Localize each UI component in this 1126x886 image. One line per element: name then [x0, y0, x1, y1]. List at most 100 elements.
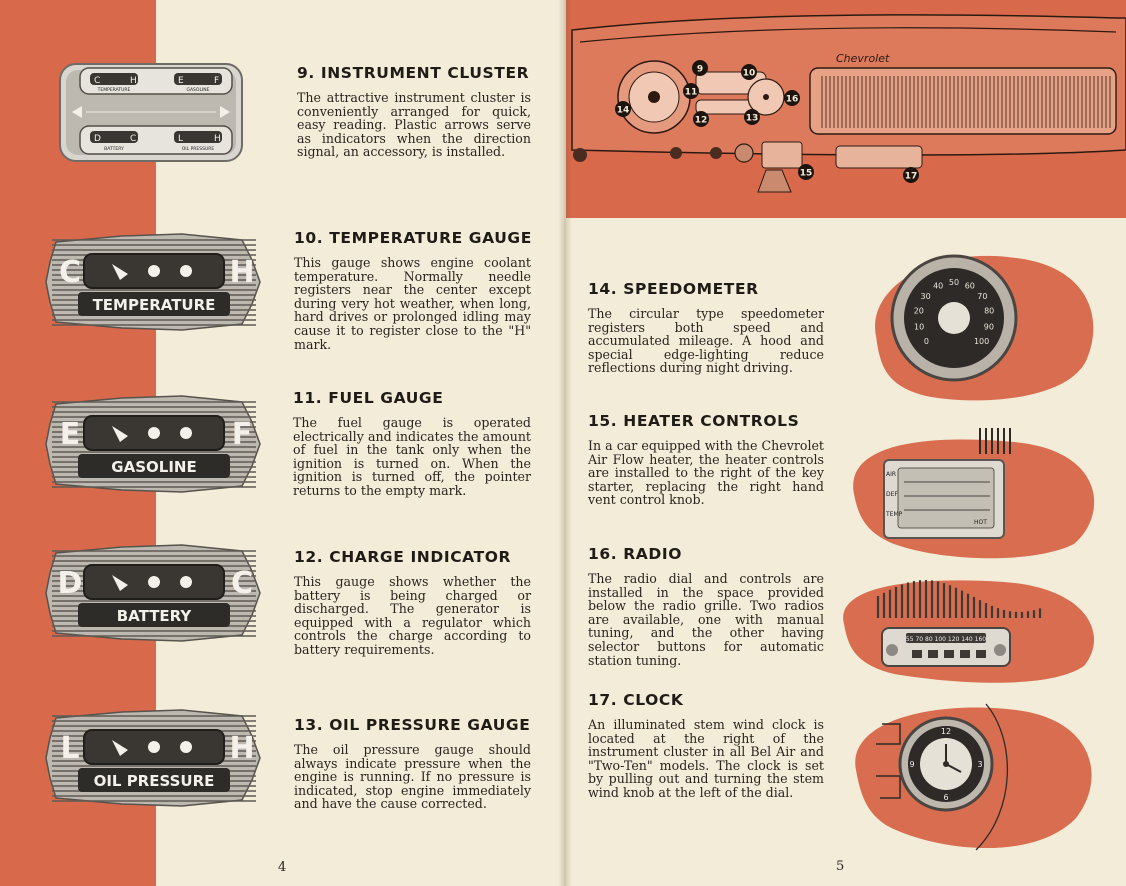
gauge-right-letter: C	[231, 566, 253, 601]
section-body: The oil pressure gauge should always ind…	[294, 742, 531, 812]
section-heading: 14. SPEEDOMETER	[588, 280, 759, 298]
callout-marker	[798, 164, 814, 180]
gauge-label: GASOLINE	[111, 458, 196, 476]
radio-dial-text: 55 70 80 100 120 140 160	[906, 636, 986, 643]
section-heater-controls: 15. HEATER CONTROLS In a car equipped wi…	[588, 412, 824, 507]
cluster-tl-right: H	[130, 76, 137, 86]
callout-number: 15	[800, 169, 813, 179]
callout-number: 11	[685, 88, 698, 98]
callout-marker	[683, 83, 699, 99]
heater-label-air: AIR	[886, 471, 896, 478]
speedo-number: 20	[914, 307, 924, 316]
section-clock: 17. CLOCK An illuminated stem wind clock…	[588, 691, 824, 800]
gauge-label: TEMPERATURE	[93, 296, 216, 314]
section-instrument-cluster: 9. INSTRUMENT CLUSTER The attractive ins…	[297, 64, 531, 159]
dashboard-illustration: Chevrolet 9 10 11 12 13 14 15 16 17	[571, 14, 1126, 193]
oil-pressure-gauge-illustration: L H OIL PRESSURE	[45, 709, 261, 807]
charge-gauge-illustration: D C BATTERY	[45, 544, 261, 642]
cluster-bl-label: BATTERY	[104, 146, 124, 152]
section-heading: 10. TEMPERATURE GAUGE	[294, 229, 532, 247]
clock-illustration: 12 3 6 9	[855, 703, 1092, 851]
gauge-right-letter: H	[229, 731, 254, 766]
speedo-number: 30	[921, 292, 931, 301]
speedo-number: 100	[974, 337, 989, 346]
section-heading: 17. CLOCK	[588, 691, 684, 709]
gauge-label: BATTERY	[117, 607, 193, 625]
section-body: This gauge shows whether the battery is …	[294, 574, 531, 657]
callout-number: 9	[697, 65, 703, 75]
gauge-left-letter: D	[58, 566, 83, 601]
section-body: The fuel gauge is operated electrically …	[293, 415, 531, 498]
cluster-bl-right: C	[130, 134, 136, 144]
speedo-number: 50	[949, 278, 959, 287]
section-body: An illuminated stem wind clock is locate…	[588, 717, 824, 800]
callout-number: 17	[905, 172, 918, 182]
speedo-number: 40	[933, 282, 943, 291]
heater-label-hot: HOT	[974, 519, 987, 526]
cluster-bottom-strip: D C L H BATTERY OIL PRESSURE	[79, 125, 233, 155]
callout-marker	[903, 167, 919, 183]
heater-label-def: DEF	[886, 491, 898, 498]
section-radio: 16. RADIO The radio dial and controls ar…	[588, 545, 824, 667]
section-body: This gauge shows engine coolant temperat…	[294, 255, 531, 352]
callout-marker	[692, 60, 708, 76]
callout-marker	[693, 111, 709, 127]
section-oil-pressure-gauge: 13. OIL PRESSURE GAUGE The oil pressure …	[294, 716, 531, 811]
gauge-left-letter: E	[60, 417, 81, 452]
book-gutter	[558, 0, 572, 886]
cluster-tr-label: GASOLINE	[186, 87, 209, 93]
callout-number: 10	[743, 69, 756, 79]
cluster-top-strip: C H E F TEMPERATURE GASOLINE	[79, 67, 233, 95]
cluster-tr-right: F	[214, 76, 219, 86]
callout-number: 14	[617, 106, 630, 116]
section-charge-indicator: 12. CHARGE INDICATOR This gauge shows wh…	[294, 548, 531, 657]
callout-marker	[784, 90, 800, 106]
section-temperature-gauge: 10. TEMPERATURE GAUGE This gauge shows e…	[294, 229, 531, 351]
cluster-br-label: OIL PRESSURE	[182, 146, 215, 152]
page-number: 4	[278, 860, 287, 875]
gauge-right-letter: H	[229, 255, 254, 290]
clock-12: 12	[941, 727, 951, 736]
clock-3: 3	[977, 760, 982, 769]
cluster-bl-left: D	[94, 134, 101, 144]
cluster-tl-label: TEMPERATURE	[97, 87, 131, 93]
callout-marker	[744, 109, 760, 125]
clock-6: 6	[943, 793, 948, 802]
speedo-number: 10	[914, 323, 924, 332]
section-body: The radio dial and controls are installe…	[588, 571, 824, 668]
callout-number: 16	[786, 95, 799, 105]
left-page: C H E F TEMPERATURE GASOLINE D C L H BAT…	[0, 0, 532, 886]
section-heading: 13. OIL PRESSURE GAUGE	[294, 716, 531, 734]
cluster-br-right: H	[214, 134, 221, 144]
section-heading: 11. FUEL GAUGE	[293, 389, 444, 407]
section-heading: 9. INSTRUMENT CLUSTER	[297, 64, 530, 82]
section-speedometer: 14. SPEEDOMETER The circular type speedo…	[588, 280, 824, 375]
callout-number: 12	[695, 116, 708, 126]
callout-marker	[615, 101, 631, 117]
callout-number: 13	[746, 114, 759, 124]
fuel-gauge-illustration: E F GASOLINE	[45, 395, 261, 493]
gauge-right-letter: F	[232, 417, 253, 452]
speedo-number: 80	[984, 307, 994, 316]
cluster-tr-left: E	[178, 76, 184, 86]
section-heading: 12. CHARGE INDICATOR	[294, 548, 512, 566]
clock-9: 9	[909, 760, 914, 769]
callout-marker	[741, 64, 757, 80]
dashboard-script: Chevrolet	[836, 52, 890, 65]
section-body: The circular type speedometer registers …	[588, 306, 824, 376]
page-number: 5	[836, 859, 845, 874]
speedo-number: 0	[924, 337, 929, 346]
speedo-number: 70	[977, 292, 987, 301]
cluster-tl-left: C	[94, 76, 100, 86]
radio-illustration: 55 70 80 100 120 140 160	[843, 580, 1095, 683]
speedo-number: 60	[965, 282, 975, 291]
gauge-left-letter: L	[60, 731, 79, 766]
section-body: The attractive instrument cluster is con…	[297, 90, 531, 160]
section-fuel-gauge: 11. FUEL GAUGE The fuel gauge is operate…	[293, 389, 531, 498]
gauge-label: OIL PRESSURE	[94, 772, 215, 790]
section-heading: 15. HEATER CONTROLS	[588, 412, 800, 430]
section-heading: 16. RADIO	[588, 545, 682, 563]
